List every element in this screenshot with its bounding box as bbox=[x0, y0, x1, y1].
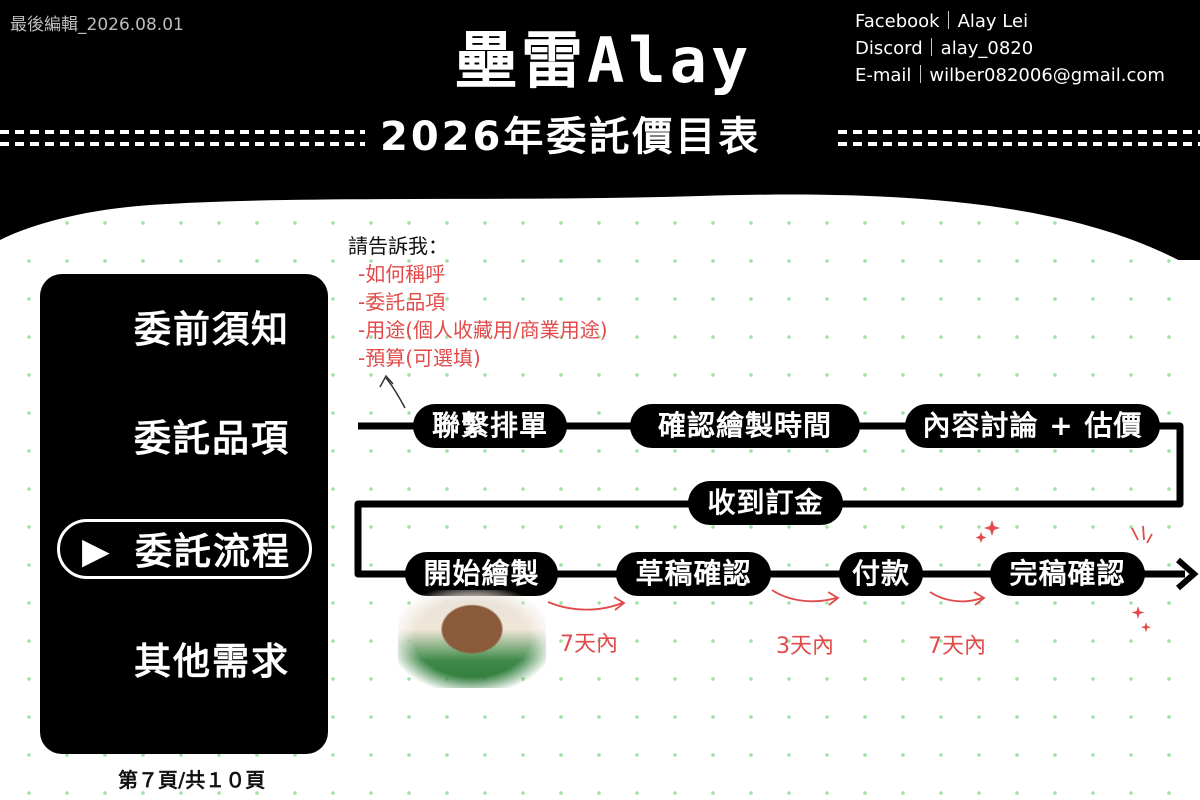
duration-label: 7天內 bbox=[928, 634, 986, 659]
notes-item: -如何稱呼 bbox=[358, 262, 446, 286]
red-arrow-icon bbox=[547, 596, 626, 611]
sidebar-item-label: 委託流程 bbox=[135, 530, 291, 573]
flow-end-arrow-icon bbox=[1176, 557, 1199, 591]
sidebar-item-process[interactable]: ▶ 委託流程 bbox=[57, 519, 312, 579]
sidebar-nav: 委前須知 委託品項 ▶ 委託流程 其他需求 bbox=[40, 274, 328, 754]
notes-item: -用途(個人收藏用/商業用途) bbox=[358, 318, 608, 342]
facebook-contact: Facebook｜Alay Lei bbox=[855, 11, 1029, 32]
email-contact: E-mail｜wilber082006@gmail.com bbox=[855, 65, 1165, 86]
step-final-confirm: 完稿確認 bbox=[990, 552, 1145, 596]
step-deposit: 收到訂金 bbox=[688, 481, 843, 525]
contact-info: Facebook｜Alay Lei Discord｜alay_0820 E-ma… bbox=[855, 8, 1165, 89]
step-confirm-time: 確認繪製時間 bbox=[630, 404, 860, 448]
notes-item: -預算(可選填) bbox=[358, 346, 481, 370]
red-arrow-icon bbox=[771, 589, 840, 606]
red-arrow-icon bbox=[929, 591, 986, 606]
sparkle-icon bbox=[975, 520, 1152, 633]
notes-item: -委託品項 bbox=[358, 290, 446, 314]
duration-label: 7天內 bbox=[560, 632, 618, 657]
play-arrow-icon: ▶ bbox=[82, 531, 112, 572]
curved-arrow-icon bbox=[379, 374, 406, 409]
notes-list: 請告訴我： -如何稱呼 -委託品項 -用途(個人收藏用/商業用途) -預算(可選… bbox=[348, 232, 608, 372]
step-payment: 付款 bbox=[839, 552, 923, 596]
dash-divider-left bbox=[0, 127, 365, 149]
brand-title: 壘雷Alay bbox=[455, 24, 753, 97]
step-start-drawing: 開始繪製 bbox=[405, 552, 558, 596]
sidebar-item-label: 其他需求 bbox=[134, 640, 290, 683]
page-subtitle: 2026年委託價目表 bbox=[380, 114, 762, 160]
reaction-photo bbox=[398, 590, 546, 688]
step-discussion-quote: 內容討論 + 估價 bbox=[905, 404, 1160, 448]
duration-label: 3天內 bbox=[776, 634, 834, 659]
sidebar-item-label: 委託品項 bbox=[134, 417, 290, 460]
sidebar-item-other[interactable]: 其他需求 bbox=[40, 632, 328, 692]
notes-title: 請告訴我： bbox=[348, 234, 448, 258]
discord-contact: Discord｜alay_0820 bbox=[855, 38, 1034, 59]
page-indicator: 第７頁/共１０頁 bbox=[118, 768, 266, 792]
step-draft-confirm: 草稿確認 bbox=[616, 552, 771, 596]
sidebar-item-notice[interactable]: 委前須知 bbox=[40, 300, 328, 360]
sparkle-lines-icon bbox=[1131, 525, 1153, 544]
sidebar-item-items[interactable]: 委託品項 bbox=[40, 409, 328, 469]
header-banner bbox=[0, 0, 1200, 260]
last-edited-date: 最後編輯_2026.08.01 bbox=[10, 15, 184, 35]
sidebar-item-label: 委前須知 bbox=[134, 308, 290, 351]
step-contact: 聯繫排單 bbox=[413, 404, 567, 448]
dash-divider-right bbox=[838, 127, 1200, 149]
